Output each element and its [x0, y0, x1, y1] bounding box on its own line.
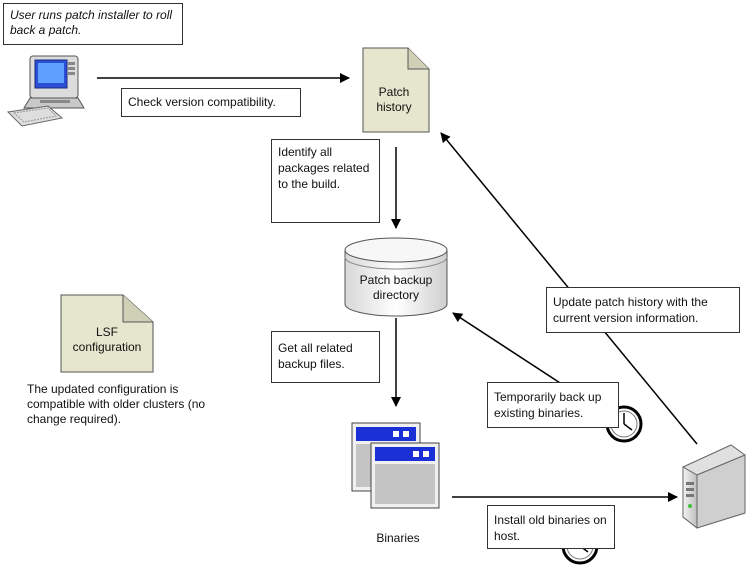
note-check-version: Check version compatibility. [121, 88, 301, 117]
note-update-history: Update patch history with the current ve… [546, 287, 740, 333]
lsf-config-document-icon [60, 294, 154, 373]
binaries-label: Binaries [376, 531, 420, 545]
note-user-runs-installer: User runs patch installer to roll back a… [3, 3, 183, 45]
clock-icon [605, 405, 643, 443]
database-icon [344, 237, 448, 317]
lsf-compat-text: The updated configuration is compatible … [27, 382, 206, 426]
note-install-old-binaries: Install old binaries on host. [487, 505, 615, 549]
note-identify-packages: Identify all packages related to the bui… [271, 139, 380, 223]
lsf-config-label: LSF configuration [72, 325, 142, 354]
window-icon [370, 442, 440, 509]
note-get-backup-files: Get all related backup files. [271, 331, 380, 383]
computer-icon [6, 55, 85, 127]
patch-backup-label: Patch backup directory [359, 273, 433, 302]
patch-history-document-icon [362, 47, 430, 133]
server-icon [682, 444, 746, 530]
patch-history-label: Patch history [376, 85, 412, 114]
note-temp-backup: Temporarily back up existing binaries. [487, 382, 619, 428]
